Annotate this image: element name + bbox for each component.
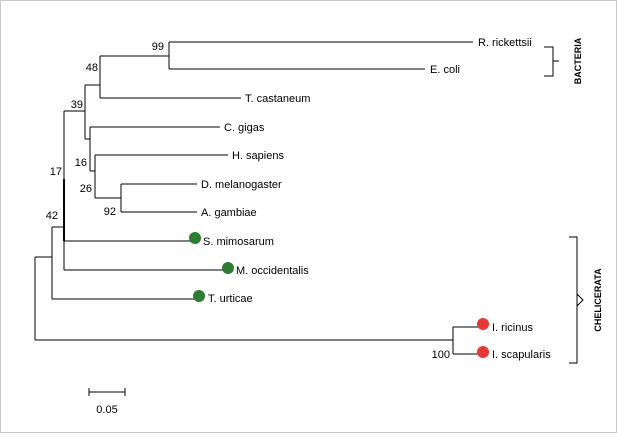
bootstrap-17: 17 bbox=[50, 166, 62, 178]
tree-branches bbox=[34, 41, 482, 355]
bootstrap-26: 26 bbox=[80, 183, 92, 195]
taxon-t-castaneum: T. castaneum bbox=[245, 93, 310, 105]
group-markers bbox=[189, 232, 489, 358]
chelicerata-bracket-tip bbox=[576, 293, 584, 307]
chelicerata-bracket bbox=[569, 236, 578, 364]
bacteria-label: BACTERIA bbox=[573, 37, 583, 84]
red-marker-i-scapularis bbox=[477, 346, 489, 358]
taxon-e-coli: E. coli bbox=[430, 64, 460, 76]
scale-bar: 0.05 bbox=[88, 388, 126, 416]
taxon-s-mimosarum: S. mimosarum bbox=[203, 236, 274, 248]
green-marker-m-occidentalis bbox=[222, 262, 234, 274]
green-marker-t-urticae bbox=[193, 290, 205, 302]
bootstrap-16: 16 bbox=[75, 157, 87, 169]
taxon-i-ricinus: I. ricinus bbox=[492, 322, 533, 334]
taxon-labels: R. rickettsii E. coli T. castaneum C. gi… bbox=[201, 37, 551, 361]
taxon-c-gigas: C. gigas bbox=[224, 122, 265, 134]
bootstrap-39: 39 bbox=[71, 99, 83, 111]
taxon-h-sapiens: H. sapiens bbox=[232, 150, 284, 162]
taxon-d-melanogaster: D. melanogaster bbox=[201, 179, 282, 191]
bacteria-bracket bbox=[544, 46, 559, 77]
green-marker-s-mimosarum bbox=[189, 232, 201, 244]
bacteria-group: BACTERIA bbox=[544, 37, 583, 84]
taxon-m-occidentalis: M. occidentalis bbox=[236, 265, 309, 277]
taxon-r-rickettsii: R. rickettsii bbox=[478, 37, 532, 49]
chelicerata-group: CHELICERATA bbox=[569, 236, 603, 364]
red-marker-i-ricinus bbox=[477, 318, 489, 330]
taxon-i-scapularis: I. scapularis bbox=[492, 349, 551, 361]
scale-bar-label: 0.05 bbox=[96, 404, 117, 416]
taxon-t-urticae: T. urticae bbox=[208, 293, 253, 305]
bootstrap-values: 99 48 39 17 42 16 26 92 100 bbox=[46, 41, 450, 361]
bootstrap-42: 42 bbox=[46, 210, 58, 222]
chelicerata-label: CHELICERATA bbox=[593, 268, 603, 332]
bootstrap-48: 48 bbox=[86, 62, 98, 74]
bootstrap-92: 92 bbox=[104, 206, 116, 218]
bootstrap-99: 99 bbox=[152, 41, 164, 53]
bootstrap-100: 100 bbox=[432, 349, 450, 361]
taxon-a-gambiae: A. gambiae bbox=[201, 207, 257, 219]
